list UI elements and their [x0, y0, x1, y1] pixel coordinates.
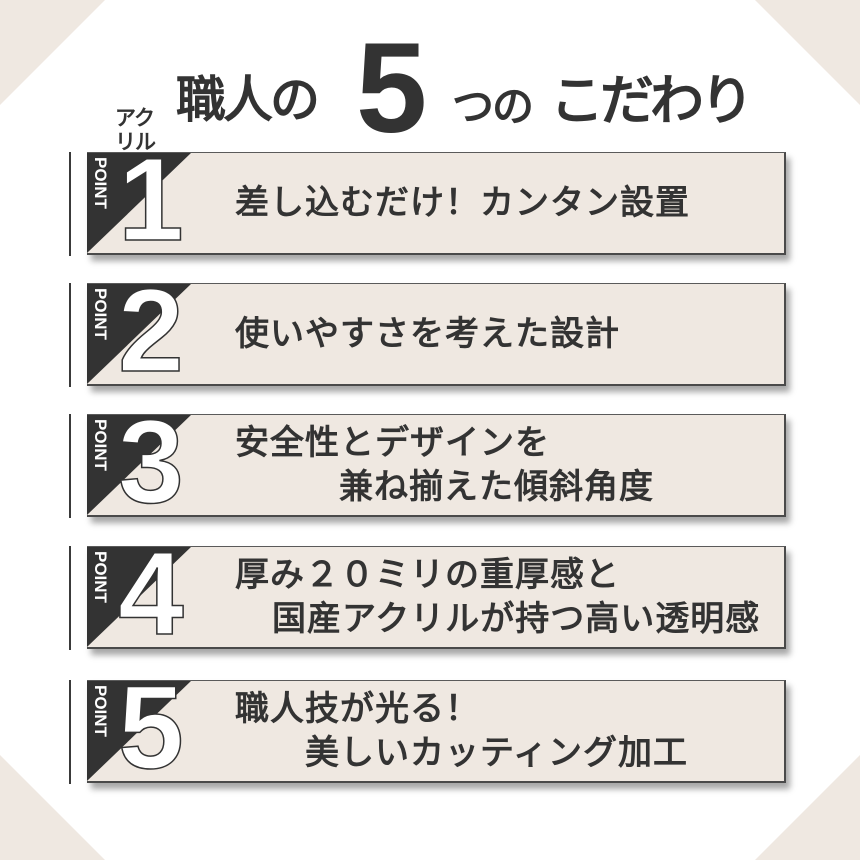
point-panel: POINT 3 安全性とデザインを 兼ね揃えた傾斜角度: [87, 414, 786, 517]
badge-triangle-icon: [87, 547, 191, 647]
side-bar: [69, 414, 71, 518]
point-panel: POINT 2 使いやすさを考えた設計: [87, 283, 786, 386]
point-label: POINT: [91, 551, 110, 603]
point-badge: POINT 5: [87, 681, 191, 781]
badge-triangle-icon: [87, 284, 191, 384]
badge-triangle-icon: [87, 415, 191, 515]
point-panel: POINT 4 厚み２０ミリの重厚感と 国産アクリルが持つ高い透明感: [87, 546, 786, 649]
page-title: アク リル 職人の 5 つの こだわり: [0, 25, 860, 155]
point-card-4: POINT 4 厚み２０ミリの重厚感と 国産アクリルが持つ高い透明感: [69, 546, 789, 650]
badge-triangle-icon: [87, 153, 191, 253]
point-number: 3: [117, 414, 184, 517]
point-text: 差し込むだけ！カンタン設置: [235, 183, 690, 223]
point-text-line-1: 厚み２０ミリの重厚感と: [235, 555, 620, 595]
point-badge: POINT 4: [87, 547, 191, 647]
side-bar: [69, 283, 71, 387]
point-badge: POINT 2: [87, 284, 191, 384]
point-number: 1: [117, 152, 184, 255]
point-panel: POINT 1 差し込むだけ！カンタン設置: [87, 152, 786, 255]
point-text-line-1: 職人技が光る！: [235, 689, 480, 729]
side-bar: [69, 546, 71, 650]
corner-decoration-top-left: [0, 0, 105, 105]
title-tsuno: つの: [452, 82, 534, 131]
point-text: 使いやすさを考えた設計: [235, 314, 620, 354]
point-card-1: POINT 1 差し込むだけ！カンタン設置: [69, 152, 789, 256]
title-acrylic-stack: アク リル: [115, 106, 159, 154]
side-bar: [69, 152, 71, 256]
point-text-line-2: 国産アクリルが持つ高い透明感: [272, 599, 761, 639]
point-label: POINT: [91, 157, 110, 209]
corner-decoration-top-right: [755, 0, 860, 105]
point-text-line-2: 兼ね揃えた傾斜角度: [339, 467, 654, 507]
point-number: 4: [117, 546, 184, 649]
point-badge: POINT 3: [87, 415, 191, 515]
point-text-line-1: 安全性とデザインを: [235, 423, 550, 463]
point-badge: POINT 1: [87, 153, 191, 253]
point-text-line-2: 美しいカッティング加工: [305, 733, 688, 773]
badge-triangle-icon: [87, 681, 191, 781]
point-label: POINT: [91, 419, 110, 471]
point-number: 2: [117, 283, 184, 386]
side-bar: [69, 680, 71, 784]
point-label: POINT: [91, 288, 110, 340]
title-big-number: 5: [356, 17, 428, 160]
point-card-5: POINT 5 職人技が光る！ 美しいカッティング加工: [69, 680, 789, 784]
point-number: 5: [117, 680, 184, 783]
title-kodawari: こだわり: [550, 69, 754, 132]
point-panel: POINT 5 職人技が光る！ 美しいカッティング加工: [87, 680, 786, 783]
point-card-3: POINT 3 安全性とデザインを 兼ね揃えた傾斜角度: [69, 414, 789, 518]
point-card-2: POINT 2 使いやすさを考えた設計: [69, 283, 789, 387]
point-label: POINT: [91, 685, 110, 737]
title-craftsman: 職人の: [176, 71, 320, 129]
title-acrylic-bottom: リル: [115, 130, 156, 154]
title-acrylic-top: アク: [115, 106, 155, 130]
